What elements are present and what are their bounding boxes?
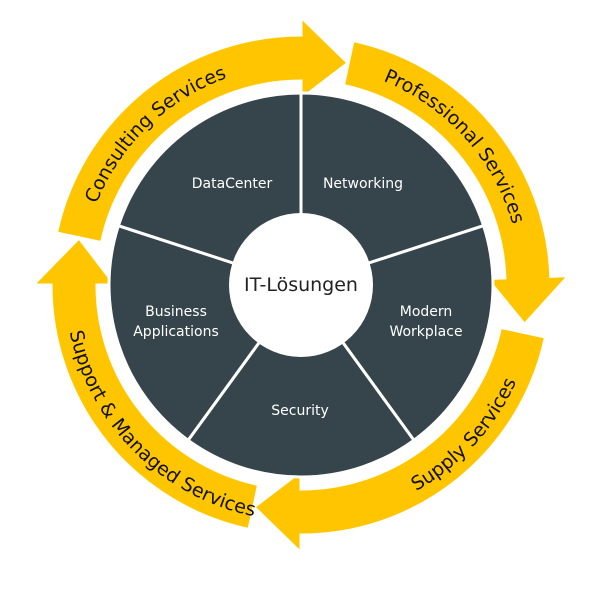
arrow-professional [341,38,573,327]
segment-label-networking: Networking [323,176,403,192]
center-circle [229,213,373,357]
segment-label-security: Security [271,403,329,419]
solution-segments [107,91,495,479]
arrow-supply [251,325,548,557]
service-arrows [29,13,573,557]
center-label: IT-Lösungen [244,274,358,296]
arrow-consulting [54,13,351,245]
segment-label-datacenter: DataCenter [192,176,273,192]
arrow-support [29,235,261,532]
